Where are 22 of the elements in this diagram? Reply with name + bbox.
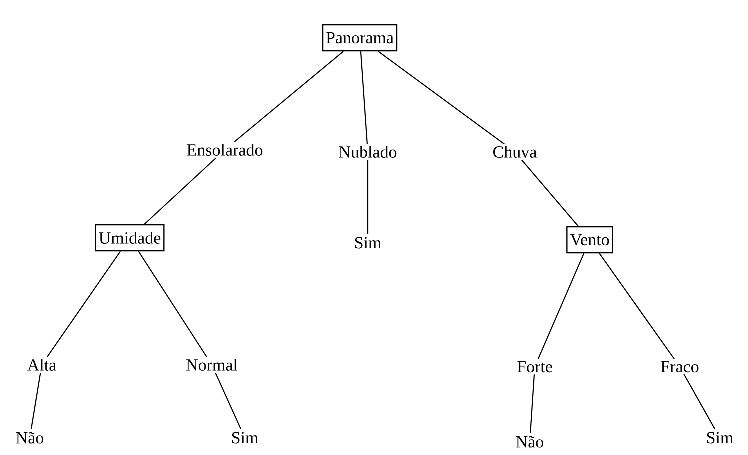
edge-label: Forte <box>515 359 555 375</box>
branch-line <box>530 253 585 434</box>
decision-box: Umidade <box>95 224 165 252</box>
branch-line <box>360 52 369 234</box>
edge-label: Chuva <box>490 144 540 160</box>
branch-line <box>30 251 122 430</box>
branch-line <box>599 253 716 430</box>
branch-line <box>378 51 579 227</box>
edge-label: Ensolarado <box>184 142 266 158</box>
leaf-label: Sim <box>707 432 734 444</box>
leaf-label: Sim <box>232 432 258 444</box>
leaf-label: Não <box>16 432 44 444</box>
edge-label: Nublado <box>336 144 400 160</box>
branch-line <box>138 251 242 430</box>
edge-label: Normal <box>184 357 240 373</box>
edge-label: Fraco <box>658 359 702 375</box>
decision-box: Vento <box>566 226 614 254</box>
leaf-label: Não <box>516 436 544 448</box>
edge-label: Alta <box>25 357 59 373</box>
decision-box: Panorama <box>322 24 398 52</box>
leaf-label: Sim <box>355 237 382 249</box>
branch-line <box>144 51 344 225</box>
